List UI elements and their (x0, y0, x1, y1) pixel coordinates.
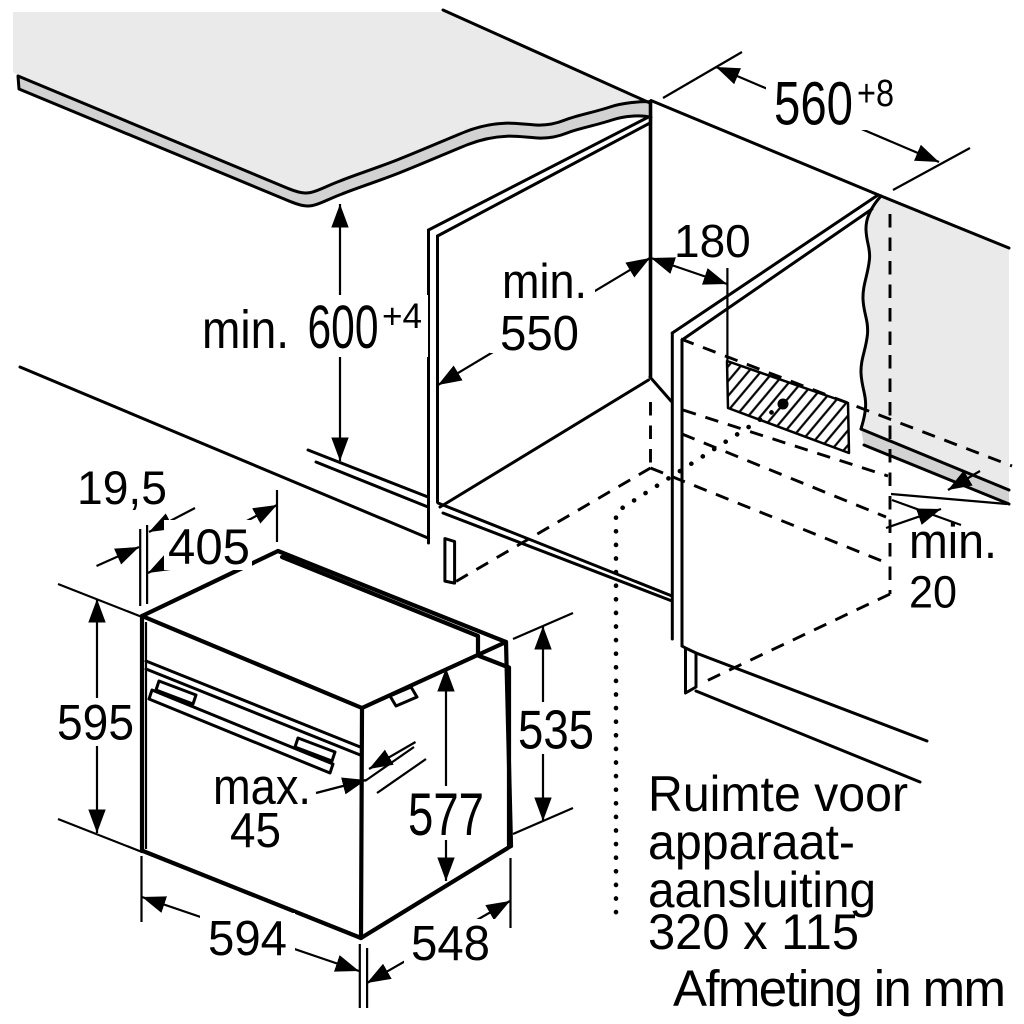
svg-text:320 x 115: 320 x 115 (648, 904, 859, 960)
svg-text:min.: min. (909, 515, 997, 569)
svg-text:Afmeting in mm: Afmeting in mm (673, 960, 1006, 1017)
svg-text:535: 535 (518, 699, 594, 761)
svg-text:600: 600 (308, 293, 379, 361)
svg-text:+4: +4 (382, 297, 422, 336)
svg-text:max.: max. (213, 758, 311, 815)
svg-text:apparaat-: apparaat- (648, 814, 855, 870)
svg-text:560: 560 (774, 70, 853, 138)
svg-text:548: 548 (411, 917, 490, 971)
svg-text:min.: min. (202, 300, 289, 360)
svg-text:594: 594 (208, 912, 287, 966)
svg-text:Ruimte voor: Ruimte voor (648, 766, 908, 822)
svg-text:577: 577 (408, 781, 484, 848)
svg-text:405: 405 (168, 519, 250, 575)
svg-text:19,5: 19,5 (77, 461, 167, 514)
svg-text:aansluiting: aansluiting (648, 862, 876, 918)
svg-text:595: 595 (57, 695, 134, 751)
svg-text:45: 45 (230, 804, 281, 858)
svg-text:20: 20 (909, 567, 957, 618)
svg-text:+8: +8 (857, 73, 894, 115)
svg-text:180: 180 (674, 215, 751, 267)
svg-text:min.: min. (502, 255, 587, 309)
svg-text:550: 550 (500, 307, 579, 361)
